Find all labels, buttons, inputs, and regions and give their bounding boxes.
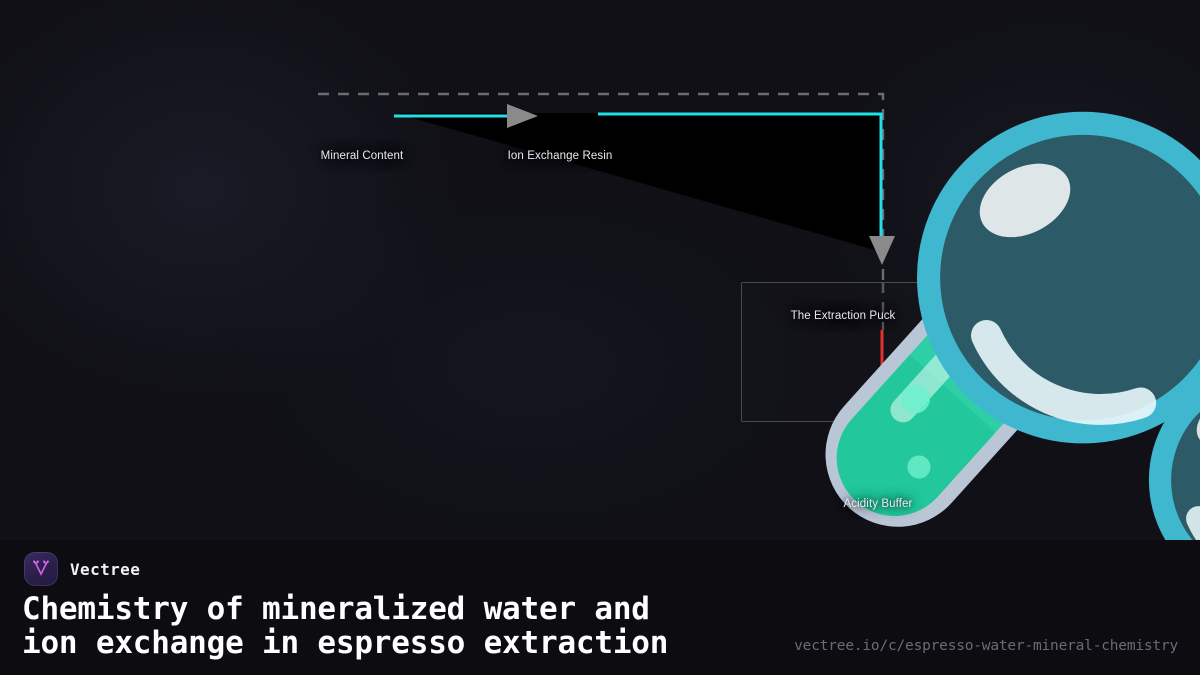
shadow-wedge-fill [397, 113, 882, 252]
overlay-dashed-path [318, 92, 885, 282]
brand-row[interactable]: Vectree [24, 552, 140, 586]
diagram-canvas[interactable]: Mineral Content Ion Exchange Resin [0, 0, 1200, 577]
node-label-acidity-buffer: Acidity Buffer [843, 498, 913, 510]
footer-bar: Vectree Chemistry of mineralized water a… [0, 540, 1200, 675]
edge-resin-to-puck-arrowhead [869, 236, 895, 265]
node-label-mineral-content: Mineral Content [320, 150, 404, 162]
node-label-extraction-puck: The Extraction Puck [790, 310, 896, 322]
edge-resin-to-puck [598, 112, 883, 240]
node-label-ion-exchange-resin: Ion Exchange Resin [507, 150, 613, 162]
vectree-logo-icon [24, 552, 58, 586]
brand-name: Vectree [70, 559, 141, 579]
diagram-svg [318, 92, 895, 455]
page-url: vectree.io/c/espresso-water-mineral-chem… [794, 638, 1178, 654]
edge-mineral-to-resin-arrowhead [507, 104, 538, 128]
page-title: Chemistry of mineralized water and ion e… [22, 591, 669, 661]
